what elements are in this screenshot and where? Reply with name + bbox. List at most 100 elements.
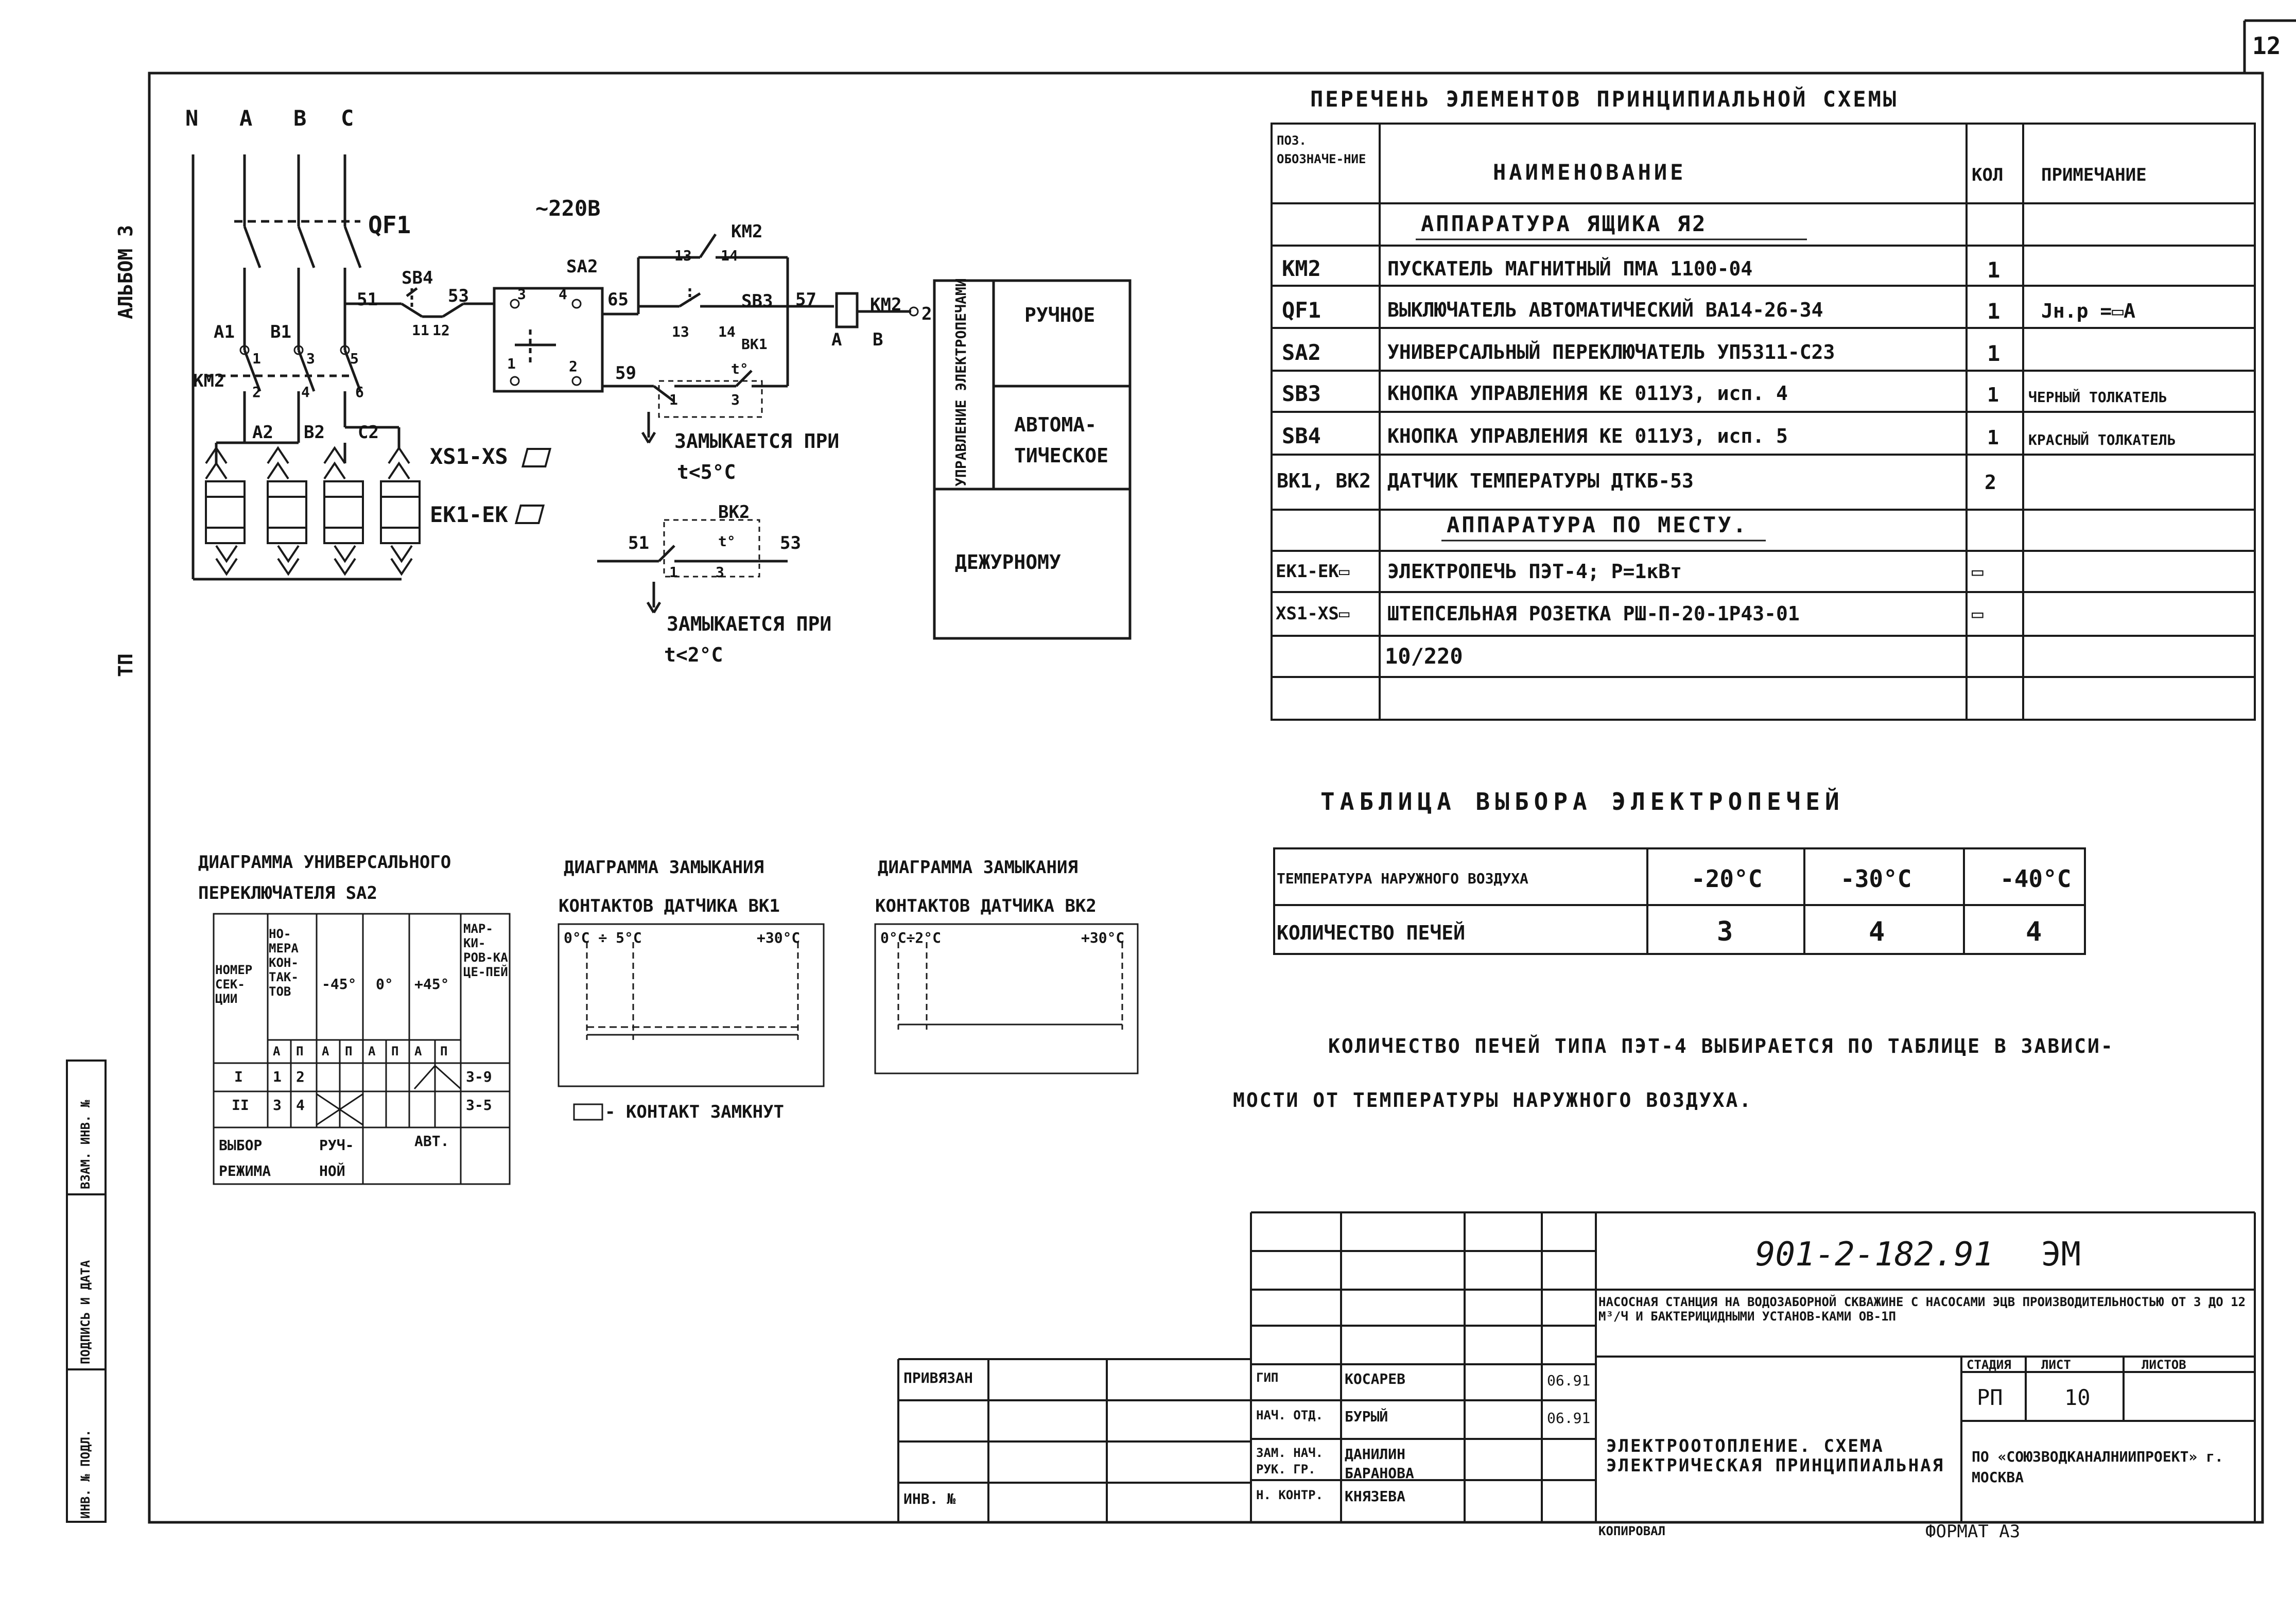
bk1-diagram-title-1: ДИАГРАММА ЗАМЫКАНИЯ	[564, 857, 764, 878]
section-on-site: АППАРАТУРА ПО МЕСТУ.	[1447, 512, 1748, 537]
sa2-r1-mark: 3-9	[466, 1068, 492, 1085]
bk2-label: ВК2	[718, 502, 750, 523]
row-xs-name: ШТЕПСЕЛЬНАЯ РОЗЕТКА РШ-П-20-1Р43-01	[1387, 602, 1800, 625]
furnace-count-2: 4	[1869, 916, 1885, 947]
row-ek-qty: ▭	[1972, 560, 1984, 583]
row-km2-name: ПУСКАТЕЛЬ МАГНИТНЫЙ ПМА 1100-04	[1387, 257, 1753, 280]
ek-label: EK1-EK	[430, 502, 508, 527]
row-km2-pos: КМ2	[1282, 256, 1321, 281]
vzam-label: ВЗАМ. ИНВ. №	[78, 1100, 93, 1189]
sheet-title: ЭЛЕКТРООТОПЛЕНИЕ. СХЕМА ЭЛЕКТРИЧЕСКАЯ ПР…	[1606, 1436, 1945, 1476]
phase-b: B	[293, 106, 307, 131]
bk2-diagram-title-1: ДИАГРАММА ЗАМЫКАНИЯ	[878, 857, 1078, 878]
bk1-closes-temp: t<5°C	[677, 461, 736, 483]
node-13b: 13	[672, 323, 689, 340]
name-danilin: ДАНИЛИН	[1345, 1446, 1406, 1463]
contact-b2: B2	[304, 422, 325, 443]
contact-closed-legend: - КОНТАКТ ЗАМКНУТ	[605, 1102, 784, 1122]
sheet-value: 10	[2064, 1385, 2091, 1410]
name-buryi: БУРЫЙ	[1345, 1408, 1388, 1425]
bk1-closes-label: ЗАМЫКАЕТСЯ ПРИ	[674, 430, 840, 453]
row-sb4-qty: 1	[1987, 426, 1999, 449]
bk1-pin-1: 1	[669, 391, 678, 408]
header-pos: ПОЗ. ОБОЗНАЧЕ-НИЕ	[1277, 133, 1366, 166]
sa2-sub-4: П	[345, 1044, 353, 1058]
furnace-count-label: КОЛИЧЕСТВО ПЕЧЕЙ	[1277, 922, 1466, 944]
phase-n: N	[185, 106, 199, 131]
role-n-kontr: Н. КОНТР.	[1256, 1488, 1324, 1502]
xs-label: XS1-XS	[430, 444, 508, 469]
row-sa2-qty: 1	[1987, 341, 2001, 366]
bk1-range-right: +30°C	[757, 929, 801, 946]
contact-4: 4	[301, 384, 310, 401]
furnace-table-title: ТАБЛИЦА ВЫБОРА ЭЛЕКТРОПЕЧЕЙ	[1320, 788, 1845, 815]
role-ruk-gr: РУК. ГР.	[1256, 1462, 1316, 1477]
page-number: 12	[2252, 32, 2281, 60]
xs-count-box	[521, 448, 552, 467]
sa2-pin-1: 1	[507, 355, 516, 372]
row-sa2-pos: SA2	[1282, 340, 1321, 365]
inv-podl-label: ИНВ. № ПОДЛ.	[78, 1429, 93, 1519]
row-sb3-name: КНОПКА УПРАВЛЕНИЯ КЕ 011У3, исп. 4	[1387, 382, 1788, 405]
row-extra: 10/220	[1385, 644, 1463, 669]
sa2-pin-3: 3	[517, 286, 526, 303]
contact-6: 6	[355, 384, 364, 401]
row-sb4-pos: SB4	[1282, 423, 1321, 448]
header-qty: КОЛ	[1972, 165, 2004, 185]
album-label: АЛЬБОМ 3	[114, 224, 137, 319]
row-bk-qty: 2	[1985, 471, 1996, 494]
sa2-sub-3: А	[322, 1044, 329, 1058]
furnace-count-3: 4	[2026, 916, 2042, 947]
contact-a2: A2	[252, 422, 273, 443]
contact-1: 1	[252, 350, 261, 367]
sa2-r2-k1: 3	[273, 1097, 282, 1114]
elements-list-title: ПЕРЕЧЕНЬ ЭЛЕМЕНТОВ ПРИНЦИПИАЛЬНОЙ СХЕМЫ	[1310, 86, 1899, 112]
note-line-2: МОСТИ ОТ ТЕМПЕРАТУРЫ НАРУЖНОГО ВОЗДУХА.	[1233, 1089, 1753, 1111]
sa2-mode-manual: РУЧ-НОЙ	[319, 1137, 354, 1179]
organization: ПО «СОЮЗВОДКАНАЛНИИПРОЕКТ» г. МОСКВА	[1972, 1448, 2223, 1486]
furnace-temp-2: -30°C	[1840, 865, 1912, 893]
date-2: 06.91	[1547, 1410, 1591, 1427]
row-xs-pos: XS1-XS▭	[1276, 603, 1350, 624]
sa2-diagram-title-2: ПЕРЕКЛЮЧАТЕЛЯ SA2	[198, 883, 377, 904]
row-sb3-pos: SB3	[1282, 381, 1321, 406]
phase-a: A	[239, 106, 253, 131]
node-14b: 14	[718, 323, 736, 340]
name-kosarev: КОСАРЕВ	[1345, 1370, 1406, 1387]
node-59: 59	[615, 363, 636, 384]
sheets-header: ЛИСТОВ	[2142, 1358, 2186, 1372]
name-knyazeva: КНЯЗЕВА	[1345, 1488, 1406, 1505]
header-note: ПРИМЕЧАНИЕ	[2041, 165, 2147, 185]
sa2-sub-2: П	[296, 1044, 304, 1058]
format-label: ФОРМАТ А3	[1925, 1521, 2021, 1542]
row-ek-name: ЭЛЕКТРОПЕЧЬ ПЭТ-4; P=1кВт	[1387, 560, 1682, 583]
row-ek-pos: ЕК1-ЕК▭	[1276, 561, 1350, 582]
row-qf1-name: ВЫКЛЮЧАТЕЛЬ АВТОМАТИЧЕСКИЙ ВА14-26-34	[1387, 299, 1823, 321]
sa2-sub-1: А	[273, 1044, 281, 1058]
row-bk-pos: ВК1, ВК2	[1277, 470, 1371, 492]
km2-side-label: KM2	[193, 371, 225, 391]
coil-b: В	[873, 329, 883, 350]
sa2-h-mark: МАР-КИ-РОВ-КА ЦЕ-ПЕЙ	[463, 922, 508, 979]
contact-5: 5	[350, 350, 359, 367]
sa2-h-contacts: НО-МЕРА КОН-ТАК-ТОВ	[269, 927, 299, 999]
contact-a1: A1	[214, 322, 235, 342]
supply-label: ~220В	[535, 196, 601, 221]
bk1-range-left: 0°C ÷ 5°C	[564, 929, 642, 946]
node-14a: 14	[721, 247, 738, 264]
sb4-label: SB4	[402, 268, 433, 288]
sa2-sub-7: А	[414, 1044, 422, 1058]
sa2-sub-6: П	[391, 1044, 399, 1058]
sa2-mode-auto: АВТ.	[414, 1133, 449, 1150]
bk2-pin-1: 1	[669, 564, 678, 581]
row-qf1-note: Jн.р =▭А	[2041, 300, 2136, 322]
sa2-pin-4: 4	[559, 286, 567, 303]
node-13a: 13	[674, 247, 692, 264]
sheet-header: ЛИСТ	[2041, 1358, 2071, 1372]
control-manual: РУЧНОЕ	[1024, 304, 1095, 326]
sa2-r1-k1: 1	[273, 1068, 282, 1085]
doc-code: 901-2-182.91	[1755, 1236, 1994, 1274]
bk2-closes-label: ЗАМЫКАЕТСЯ ПРИ	[667, 613, 832, 635]
node-12: 12	[432, 322, 450, 339]
row-sb3-note: ЧЕРНЫЙ ТОЛКАТЕЛЬ	[2028, 389, 2167, 406]
